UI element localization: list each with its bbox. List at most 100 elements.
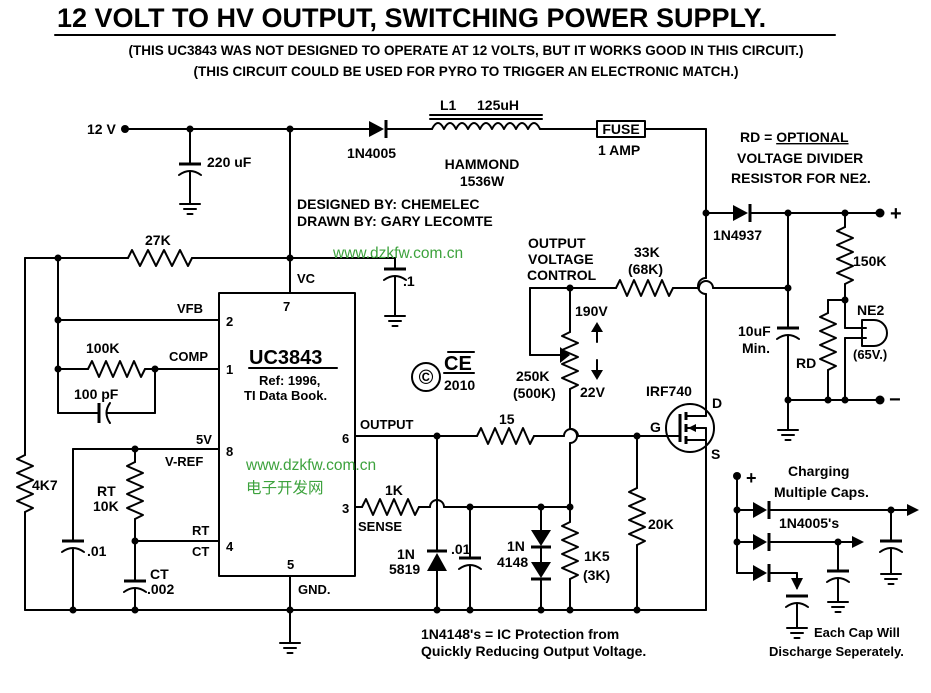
rd-note-line-2: VOLTAGE DIVIDER: [737, 150, 863, 166]
rd-note-line-3: RESISTOR FOR NE2.: [731, 170, 871, 186]
control-high: 190V: [575, 303, 608, 319]
pin-7-name: VC: [297, 271, 316, 286]
control-label-3: CONTROL: [527, 267, 597, 283]
pin-6-name: OUTPUT: [360, 417, 414, 432]
pin-4-ct-name: CT: [192, 544, 209, 559]
ct-ref-label: CT: [150, 566, 169, 582]
protection-note-1: 1N4148's = IC Protection from: [421, 626, 619, 642]
ct-value-label: .002: [147, 581, 174, 597]
d-input-label: 1N4005: [347, 145, 396, 161]
copyright-mark: © CE: [411, 351, 475, 392]
watermark-site-2: www.dzkfw.com.cn: [245, 457, 376, 474]
control-low: 22V: [580, 384, 606, 400]
pin-8-voltage: 5V: [196, 432, 212, 447]
pin-6-num: 6: [342, 431, 349, 446]
d-output-label: 1N4937: [713, 227, 762, 243]
r-div-label: 150K: [853, 253, 886, 269]
pin-5-name: GND.: [298, 582, 331, 597]
c-sense-label: .01: [451, 541, 471, 557]
c-vref-label: .01: [87, 543, 107, 559]
ic-name: UC3843: [249, 347, 322, 369]
r-sense-label: 1K: [385, 482, 403, 498]
pin-3-num: 3: [342, 501, 349, 516]
pin-3-name: SENSE: [358, 519, 402, 534]
l1-part-label: 1536W: [460, 173, 505, 189]
pin-8-num: 8: [226, 444, 233, 459]
fuse-label: FUSE: [602, 121, 639, 137]
c-input-label: 220 uF: [207, 154, 252, 170]
ne2-label: NE2: [857, 302, 884, 318]
control-label-2: VOLTAGE: [528, 251, 594, 267]
rd-note-line-1: RD = OPTIONAL: [740, 129, 849, 145]
ic-uc3843: [218, 292, 356, 577]
charging-title-2: Multiple Caps.: [774, 484, 869, 500]
protection-note-2: Quickly Reducing Output Voltage.: [421, 643, 646, 659]
d-sense-ref: 1N: [397, 546, 415, 562]
r-comp-label: 100K: [86, 340, 119, 356]
r-shunt-label: 1K5: [584, 548, 610, 564]
l1-make-label: HAMMOND: [445, 156, 520, 172]
pin-4-num: 4: [226, 539, 234, 554]
r-gate-label: 15: [499, 411, 515, 427]
rt-value-label: 10K: [93, 498, 119, 514]
charging-title-1: Charging: [788, 463, 849, 479]
sense-network: [354, 435, 579, 614]
input-capacitor: [178, 128, 202, 215]
watermark-site-1: www.dzkfw.com.cn: [332, 245, 463, 262]
feedback-network: [24, 249, 291, 424]
pin-2-name: VFB: [177, 301, 203, 316]
pin-8-name: V-REF: [165, 454, 203, 469]
charging-note-1: Each Cap Will: [814, 625, 900, 640]
pot-alt-label: (500K): [513, 385, 556, 401]
input-rail: [121, 114, 710, 397]
control-label-1: OUTPUT: [528, 235, 586, 251]
pin-7-num: 7: [283, 299, 290, 314]
mosfet-irf740: [665, 395, 715, 611]
mosfet-pin-d: D: [712, 395, 722, 411]
r-gate-pd-label: 20K: [648, 516, 674, 532]
pin-1-num: 1: [226, 362, 233, 377]
svg-text:©: ©: [419, 367, 434, 389]
ce-mark: CE: [444, 353, 472, 375]
note-line-2: (THIS CIRCUIT COULD BE USED FOR PYRO TO …: [194, 64, 739, 79]
mosfet-pin-g: G: [650, 419, 661, 435]
c-comp-label: 100 pF: [74, 386, 119, 402]
gate-drive: [354, 427, 677, 614]
output-network: [705, 204, 888, 441]
l1-ref-label: L1: [440, 97, 457, 113]
page-title: 12 VOLT TO HV OUTPUT, SWITCHING POWER SU…: [57, 3, 766, 33]
voltage-control: [529, 279, 789, 508]
pot-label: 250K: [516, 368, 549, 384]
ic-ref-1: Ref: 1996,: [259, 373, 320, 388]
d-prot-ref: 1N: [507, 538, 525, 554]
ne2-voltage: (65V.): [853, 347, 887, 362]
output-plus-terminal: +: [890, 203, 902, 225]
pin-4-rt-name: RT: [192, 523, 209, 538]
d-prot-part: 4148: [497, 554, 528, 570]
output-minus-terminal: −: [889, 389, 901, 411]
c-out-note: Min.: [742, 340, 770, 356]
charging-plus: +: [746, 468, 757, 488]
d-sense-part: 5819: [389, 561, 420, 577]
rd-label: RD: [796, 355, 816, 371]
r-ovc-label: 33K: [634, 244, 660, 260]
pin-1-name: COMP: [169, 349, 208, 364]
c-out-label: 10uF: [738, 323, 771, 339]
fuse-rating-label: 1 AMP: [598, 142, 640, 158]
copyright-year: 2010: [444, 377, 475, 393]
r-fb-label: 27K: [145, 232, 171, 248]
note-line-1: (THIS UC3843 WAS NOT DESIGNED TO OPERATE…: [128, 43, 803, 58]
vref-network: [16, 257, 707, 654]
r-shunt-alt-label: (3K): [583, 567, 610, 583]
c-vc-label: .1: [403, 273, 415, 289]
designed-by: DESIGNED BY: CHEMELEC: [297, 196, 480, 212]
pin-5-num: 5: [287, 557, 294, 572]
mosfet-pin-s: S: [711, 446, 720, 462]
mosfet-label: IRF740: [646, 383, 692, 399]
charging-note-2: Discharge Seperately.: [769, 644, 904, 659]
l1-value-label: 125uH: [477, 97, 519, 113]
r-ovc-alt-label: (68K): [628, 261, 663, 277]
ic-ref-2: TI Data Book.: [244, 388, 327, 403]
charging-network: [733, 472, 919, 639]
